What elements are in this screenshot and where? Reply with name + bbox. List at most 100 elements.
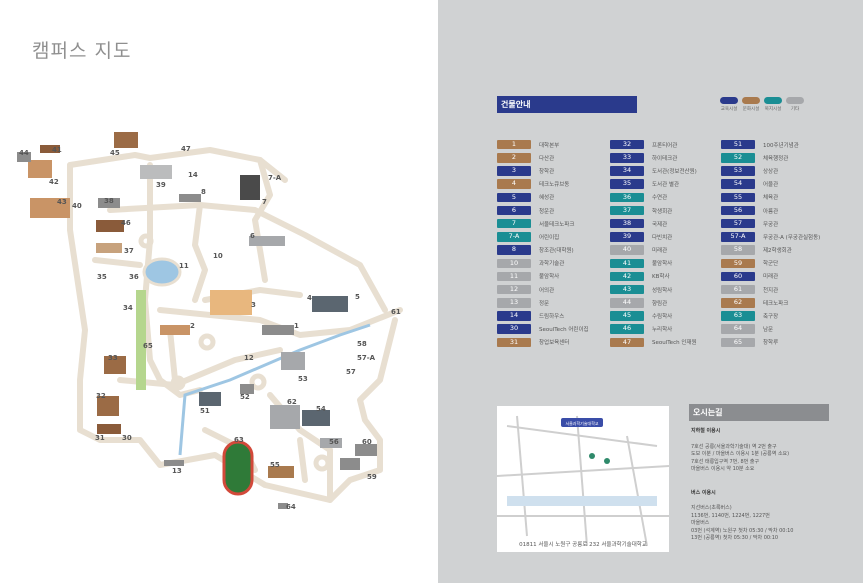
building-name: 도서관 별관 <box>652 182 680 189</box>
bus-line-0: 지선버스(초록버스) <box>691 505 732 511</box>
buildings-drawing <box>17 132 377 509</box>
building-name: 미래관 <box>652 248 668 255</box>
directions-map-drawing: 서울과학기술대학교 <box>496 406 670 552</box>
building-number-badge: 30 <box>497 324 531 334</box>
map-building-number: 53 <box>298 375 308 383</box>
map-building-number: 3 <box>251 301 256 309</box>
building-name: 다산관 <box>539 155 555 162</box>
building-number-badge: 36 <box>610 192 644 203</box>
building-number-badge: 37 <box>610 205 644 216</box>
building-name: 불암학사 <box>539 274 560 281</box>
building-row: 13 정문 <box>497 296 589 309</box>
map-building-number: 51 <box>200 407 210 415</box>
building-name: 남문 <box>763 327 774 334</box>
map-building-number: 57-A <box>357 354 376 362</box>
map-building-number: 14 <box>188 171 198 179</box>
map-building-number: 2 <box>190 322 195 330</box>
map-building-number: 7 <box>262 198 267 206</box>
map-building-number: 40 <box>72 202 82 210</box>
building-number-badge: 54 <box>721 179 755 189</box>
building-row: 58 제2학생회관 <box>721 244 820 257</box>
campus-map <box>17 132 403 509</box>
legend-item: 복지시설 <box>764 97 782 112</box>
building-name: 제2학생회관 <box>763 248 792 255</box>
map-building-number: 38 <box>104 197 114 205</box>
building-name: 학생회관 <box>652 208 673 215</box>
map-building-number: 35 <box>97 273 107 281</box>
building-name: 상상관 <box>763 168 779 175</box>
building-name: 테크노파크 <box>763 300 789 307</box>
building-number-badge: 5 <box>497 192 531 203</box>
map-building-number: 32 <box>96 392 106 400</box>
bus-line-2: 마을버스 <box>691 520 710 526</box>
building-number-badge: 56 <box>721 205 755 216</box>
building-name: 프론티어관 <box>652 142 678 149</box>
building-name: 대학본부 <box>539 142 560 149</box>
map-building-number: 11 <box>179 262 189 270</box>
map-building-number: 46 <box>121 219 131 227</box>
map-building-number: 63 <box>234 436 244 444</box>
map-building-number: 45 <box>110 149 120 157</box>
legend-swatch <box>720 97 738 104</box>
building-number-badge: 46 <box>610 324 644 334</box>
legend-item: 교육시설 <box>720 97 738 112</box>
map-building-number: 10 <box>213 252 223 260</box>
building-number-badge: 14 <box>497 311 531 321</box>
directions-header: 오시는길 <box>689 404 829 421</box>
map-building-number: 59 <box>367 473 377 481</box>
building-name: 창조관(대학원) <box>539 248 574 255</box>
map-building-number: 37 <box>124 247 134 255</box>
legend-item: 문화시설 <box>742 97 760 112</box>
building-name: KB학사 <box>652 274 670 281</box>
map-building-number: 33 <box>108 354 118 362</box>
building-number-badge: 52 <box>721 153 755 163</box>
building-number-badge: 61 <box>721 284 755 295</box>
building-number-badge: 58 <box>721 245 755 255</box>
subway-line-0: 7호선 공릉(서울과학기술대) 역 2번 출구 <box>691 443 777 450</box>
building-row: 57-A 무궁관-A (무궁관실험동) <box>721 230 820 243</box>
map-building-number: 5 <box>355 293 360 301</box>
building-name: 축구장 <box>763 314 779 321</box>
building-number-badge: 10 <box>497 258 531 269</box>
building-number-badge: 57-A <box>721 232 755 242</box>
building-name: 정문 <box>539 300 550 307</box>
building-number-badge: 41 <box>610 258 644 269</box>
building-name: 과학기술관 <box>539 261 565 268</box>
building-name: 테크노큐브동 <box>539 182 570 189</box>
building-name: 무궁관-A (무궁관실험동) <box>763 234 821 241</box>
building-name: 어의관 <box>539 287 555 294</box>
map-building-number: 58 <box>357 340 367 348</box>
building-number-badge: 12 <box>497 284 531 295</box>
map-building-number: 39 <box>156 181 166 189</box>
building-number-badge: 32 <box>610 139 644 150</box>
building-number-badge: 59 <box>721 258 755 269</box>
building-name: SeoulTech 인재원 <box>652 340 697 347</box>
map-building-number: 34 <box>123 304 133 312</box>
building-number-badge: 13 <box>497 298 531 308</box>
building-number-badge: 3 <box>497 166 531 176</box>
building-row: 36 수연관 <box>610 191 697 204</box>
building-number-badge: 31 <box>497 337 531 348</box>
bus-line-3: 03번 (석계역) 노원구 첫차 05:30 / 막차 00:10 <box>691 527 794 534</box>
building-name: 향림관 <box>652 300 668 307</box>
building-row: 37 학생회관 <box>610 204 697 217</box>
building-name: 수연관 <box>652 195 668 202</box>
building-name: SeoulTech 어린이집 <box>539 327 589 334</box>
directions-map: 서울과학기술대학교 <box>496 406 670 552</box>
